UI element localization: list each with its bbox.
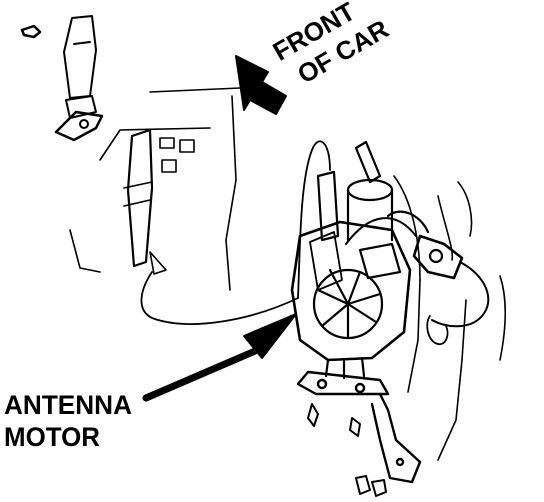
inner-fender-panel — [69, 87, 299, 325]
mounting-screws — [307, 403, 387, 497]
antenna-motor-arrow — [142, 313, 297, 402]
front-of-car-arrow — [235, 55, 287, 115]
front-of-car-label: FRONT OF CAR — [268, 0, 394, 89]
antenna-motor-label-line2: MOTOR — [4, 422, 100, 452]
antenna-motor-label: ANTENNA MOTOR — [4, 390, 132, 452]
antenna-motor-assembly — [290, 140, 490, 380]
mast-bracket-assembly — [20, 15, 104, 142]
mounting-bracket — [296, 370, 422, 484]
body-panel-outline — [393, 175, 507, 461]
antenna-motor-label-line1: ANTENNA — [4, 390, 132, 420]
